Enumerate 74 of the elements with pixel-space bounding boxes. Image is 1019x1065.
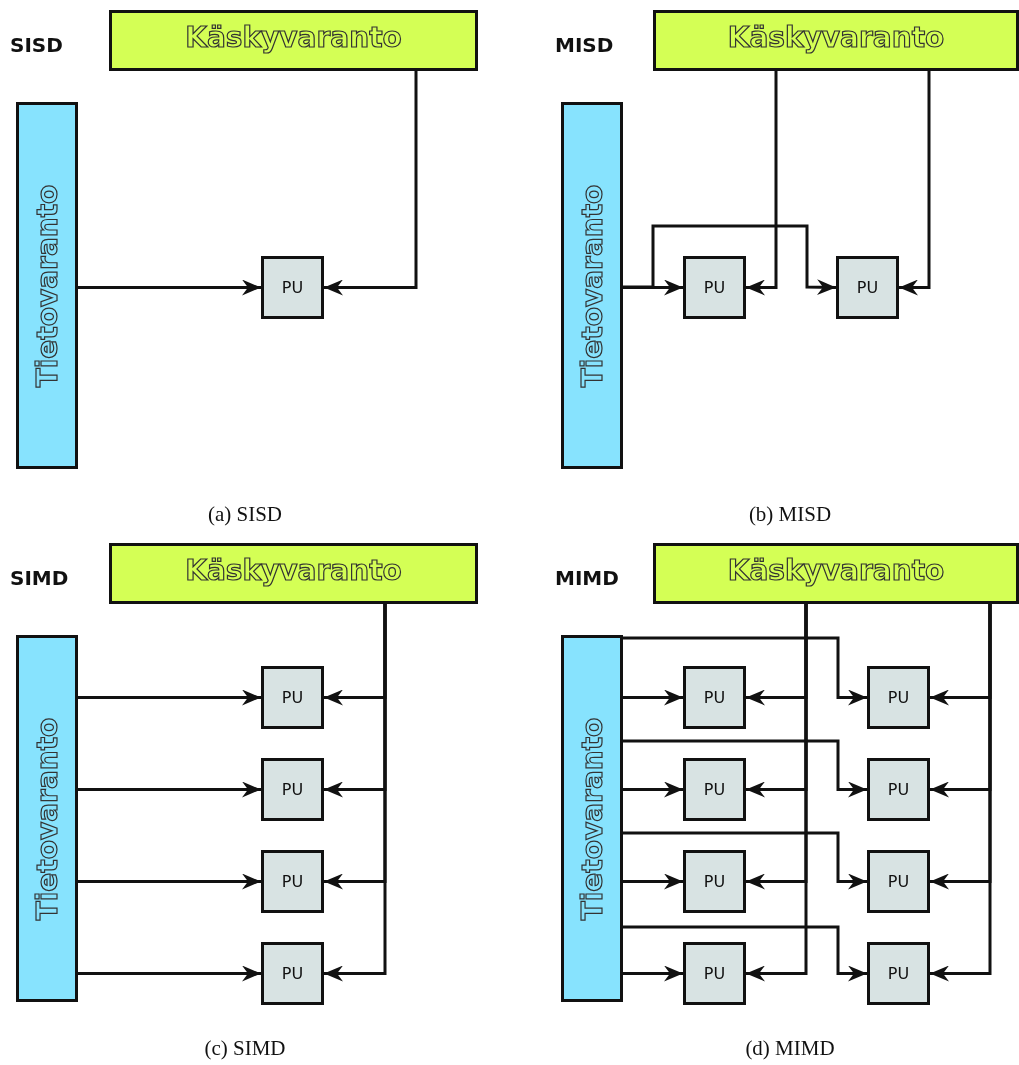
processor-box	[867, 850, 930, 913]
panel-title: SISD	[10, 33, 63, 57]
processor-label: PU	[887, 780, 910, 799]
storage-label: Tietovaranto	[575, 717, 609, 920]
arrow	[78, 781, 261, 798]
caption: (a) SISD	[207, 502, 283, 527]
processor-box	[261, 850, 324, 913]
processor-box	[867, 666, 930, 729]
processor-label: PU	[281, 872, 304, 891]
arrow	[899, 71, 931, 296]
arrow	[930, 604, 992, 982]
arrow	[78, 873, 261, 890]
caption: (b) MISD	[748, 502, 832, 527]
arrow	[746, 71, 778, 296]
pool-box	[653, 543, 1019, 604]
arrow	[324, 71, 418, 296]
arrow	[78, 279, 261, 296]
pool-label: Käskyvaranto	[726, 554, 946, 587]
processor-label: PU	[703, 964, 726, 983]
arrow	[623, 636, 867, 706]
processor-box	[683, 758, 746, 821]
processor-label: PU	[887, 964, 910, 983]
pool-box	[109, 543, 478, 604]
arrow	[623, 925, 867, 982]
caption: (c) SIMD	[204, 1036, 286, 1061]
panel-title: MISD	[555, 33, 614, 57]
processor-label: PU	[281, 278, 304, 297]
processor-box	[683, 850, 746, 913]
processor-label: PU	[703, 872, 726, 891]
processor-label: PU	[856, 278, 879, 297]
arrow	[623, 781, 683, 798]
processor-label: PU	[281, 780, 304, 799]
arrow	[623, 965, 683, 982]
processor-box	[683, 256, 746, 319]
arrow	[623, 831, 867, 890]
arrow	[324, 604, 387, 982]
processor-label: PU	[281, 964, 304, 983]
caption: (d) MIMD	[745, 1036, 835, 1061]
pool-label: Käskyvaranto	[726, 21, 946, 54]
storage-bar	[16, 635, 78, 1002]
processor-label: PU	[281, 688, 304, 707]
pool-box	[653, 10, 1019, 71]
storage-label: Tietovaranto	[575, 184, 609, 387]
processor-box	[261, 256, 324, 319]
pool-label: Käskyvaranto	[184, 21, 403, 54]
storage-bar	[16, 102, 78, 469]
arrow	[78, 965, 261, 982]
arrow	[78, 689, 261, 706]
processor-box	[261, 942, 324, 1005]
storage-bar	[561, 635, 623, 1002]
processor-label: PU	[703, 780, 726, 799]
processor-box	[836, 256, 899, 319]
processor-box	[261, 666, 324, 729]
arrow	[623, 739, 867, 798]
arrow	[623, 224, 837, 296]
processor-label: PU	[887, 688, 910, 707]
processor-box	[683, 942, 746, 1005]
processor-box	[683, 666, 746, 729]
processor-label: PU	[703, 278, 726, 297]
arrow	[623, 689, 683, 706]
arrow	[623, 873, 683, 890]
processor-box	[261, 758, 324, 821]
panel-title: SIMD	[10, 566, 69, 590]
processor-label: PU	[703, 688, 726, 707]
processor-label: PU	[887, 872, 910, 891]
processor-box	[867, 758, 930, 821]
pool-box	[109, 10, 478, 71]
storage-label: Tietovaranto	[30, 717, 64, 920]
storage-bar	[561, 102, 623, 469]
storage-label: Tietovaranto	[30, 184, 64, 387]
arrow	[746, 604, 808, 982]
pool-label: Käskyvaranto	[184, 554, 403, 587]
processor-box	[867, 942, 930, 1005]
panel-title: MIMD	[555, 566, 619, 590]
